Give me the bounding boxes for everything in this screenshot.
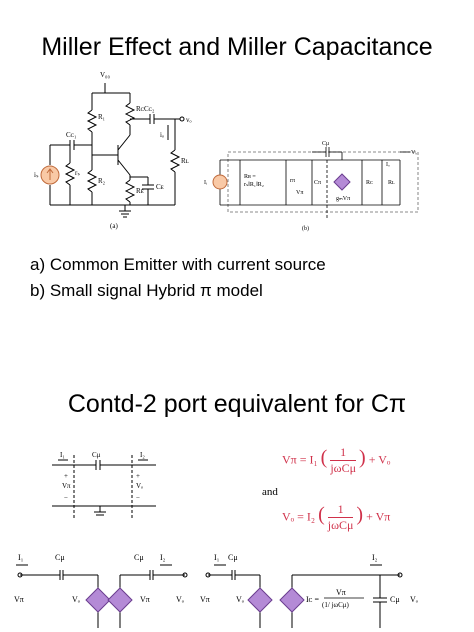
label-rs: rₛ	[75, 169, 80, 177]
slide-1-title: Miller Effect and Miller Capacitance	[41, 33, 433, 61]
eq2-den: jωCμ	[327, 518, 354, 532]
circuit-diagram-a: V₀₀ R₁ Rᴄ Cᴄ₂ vₒ Cᴄ₁ iₒ Rʟ iₛ rₛ R₂ Rᴇ C…	[34, 71, 192, 230]
b-label-vpi-1: Vπ	[14, 595, 24, 604]
bullet-a: a) Common Emitter with current source	[30, 255, 326, 274]
port-label-vpi: Vπ	[62, 482, 71, 490]
b-label-cmu-2: Cμ	[134, 553, 144, 562]
slide-1-bullets: a) Common Emitter with current source b)…	[30, 252, 326, 304]
dependent-source-icon-3	[247, 587, 273, 613]
caption-a: (a)	[110, 222, 118, 230]
label-rl-b: Rʟ	[388, 180, 395, 186]
slide-2: Contd-2 port equivalent for Cπ I₁ Cμ I₂ …	[0, 330, 474, 632]
bottom-equivalent-circuits: I₁ Cμ Vπ Vₒ Cμ I₂ Vπ Vₒ I₁ Cμ Vπ Vₒ I₂ I…	[14, 553, 419, 628]
label-cmu: Cμ	[322, 141, 329, 147]
b-label-vo-3: Vₒ	[236, 595, 245, 604]
b-label-vo-2: Vₒ	[176, 595, 185, 604]
label-rpar: rₛ‖R₁‖R₂	[244, 182, 264, 188]
current-source-icon-b	[212, 174, 228, 190]
label-cpi: Cπ	[314, 180, 321, 186]
b-label-i2-2: I₂	[160, 553, 166, 562]
label-rb: Rʙ =	[244, 174, 256, 180]
label-io: iₒ	[160, 131, 164, 139]
two-port-diagram: I₁ Cμ I₂ + Vπ − + Vₒ −	[52, 451, 156, 520]
b-label-cmu-1: Cμ	[55, 553, 65, 562]
port-label-minus2: −	[136, 494, 140, 502]
b-label-vo-4: Vₒ	[410, 595, 419, 604]
b-label-i1-1: I₁	[18, 553, 24, 562]
label-ii: Iᵢ	[204, 180, 207, 186]
b-label-vpi-2: Vπ	[140, 595, 150, 604]
port-label-plus2: +	[136, 472, 140, 480]
b-label-frac-den: (1/ jωCμ)	[322, 601, 350, 609]
label-ce: Cᴇ	[156, 183, 164, 191]
label-rc: Rᴄ	[136, 105, 145, 113]
b-label-frac-num: Vπ	[336, 588, 346, 597]
equation-2: Vₒ = I₂ ( 1 jωCμ ) + Vπ	[282, 502, 391, 532]
label-rpi: rπ	[290, 178, 295, 184]
port-label-i2: I₂	[140, 451, 145, 459]
label-is: iₛ	[34, 171, 39, 179]
port-label-plus1: +	[64, 472, 68, 480]
eq2-rhs: + Vπ	[366, 509, 391, 524]
label-r2: R₂	[98, 177, 106, 185]
label-gm: gₘVπ	[336, 196, 350, 202]
eq2-num: 1	[327, 502, 354, 518]
dependent-source-icon-2	[107, 587, 133, 613]
label-r1: R₁	[98, 113, 105, 121]
b-label-i2-4: I₂	[372, 553, 378, 562]
b-label-cmu-3: Cμ	[228, 553, 238, 562]
port-label-i1: I₁	[60, 451, 65, 459]
label-rc-b: Rᴄ	[366, 180, 373, 186]
bullet-b: b) Small signal Hybrid π model	[30, 281, 263, 300]
eq1-lhs: Vπ = I₁	[282, 452, 318, 467]
eq1-rhs: + Vₒ	[368, 452, 391, 467]
label-rl: Rʟ	[181, 157, 189, 165]
label-vpi: Vπ	[296, 190, 303, 196]
b-label-i1-3: I₁	[214, 553, 220, 562]
equation-conjunction: and	[262, 486, 278, 498]
port-label-minus1: −	[64, 494, 68, 502]
label-cc1: Cᴄ₁	[66, 131, 76, 139]
port-label-vo: Vₒ	[136, 482, 143, 490]
slide-1: Miller Effect and Miller Capacitance	[30, 33, 433, 304]
b-label-vo-1: Vₒ	[72, 595, 81, 604]
b-label-ic: Iᴄ =	[306, 595, 319, 604]
label-io-b: Iₒ	[386, 162, 390, 168]
label-vo-b: Vₒ	[411, 150, 417, 156]
eq2-lhs: Vₒ = I₂	[282, 509, 316, 524]
dependent-source-icon-4	[279, 587, 305, 613]
slide-2-title: Contd-2 port equivalent for Cπ	[67, 390, 407, 418]
dependent-source-icon	[333, 173, 351, 191]
caption-b: (b)	[302, 225, 309, 232]
b-label-vpi-3: Vπ	[200, 595, 210, 604]
port-label-cmu: Cμ	[92, 451, 101, 459]
b-label-cmu-4: Cμ	[390, 595, 400, 604]
label-cc2: Cᴄ₂	[144, 105, 155, 113]
circuit-diagram-b: Iᵢ Rʙ = rₛ‖R₁‖R₂ rπ Vπ Cπ Cμ gₘVπ Rᴄ Rʟ …	[204, 141, 419, 232]
label-vcc: V₀₀	[100, 71, 110, 79]
label-re: Rᴇ	[136, 187, 144, 195]
dependent-source-icon-1	[85, 587, 111, 613]
eq1-num: 1	[330, 445, 357, 461]
eq1-den: jωCμ	[330, 461, 357, 475]
equation-1: Vπ = I₁ ( 1 jωCμ ) + Vₒ	[282, 445, 391, 475]
label-vo: vₒ	[186, 116, 192, 124]
